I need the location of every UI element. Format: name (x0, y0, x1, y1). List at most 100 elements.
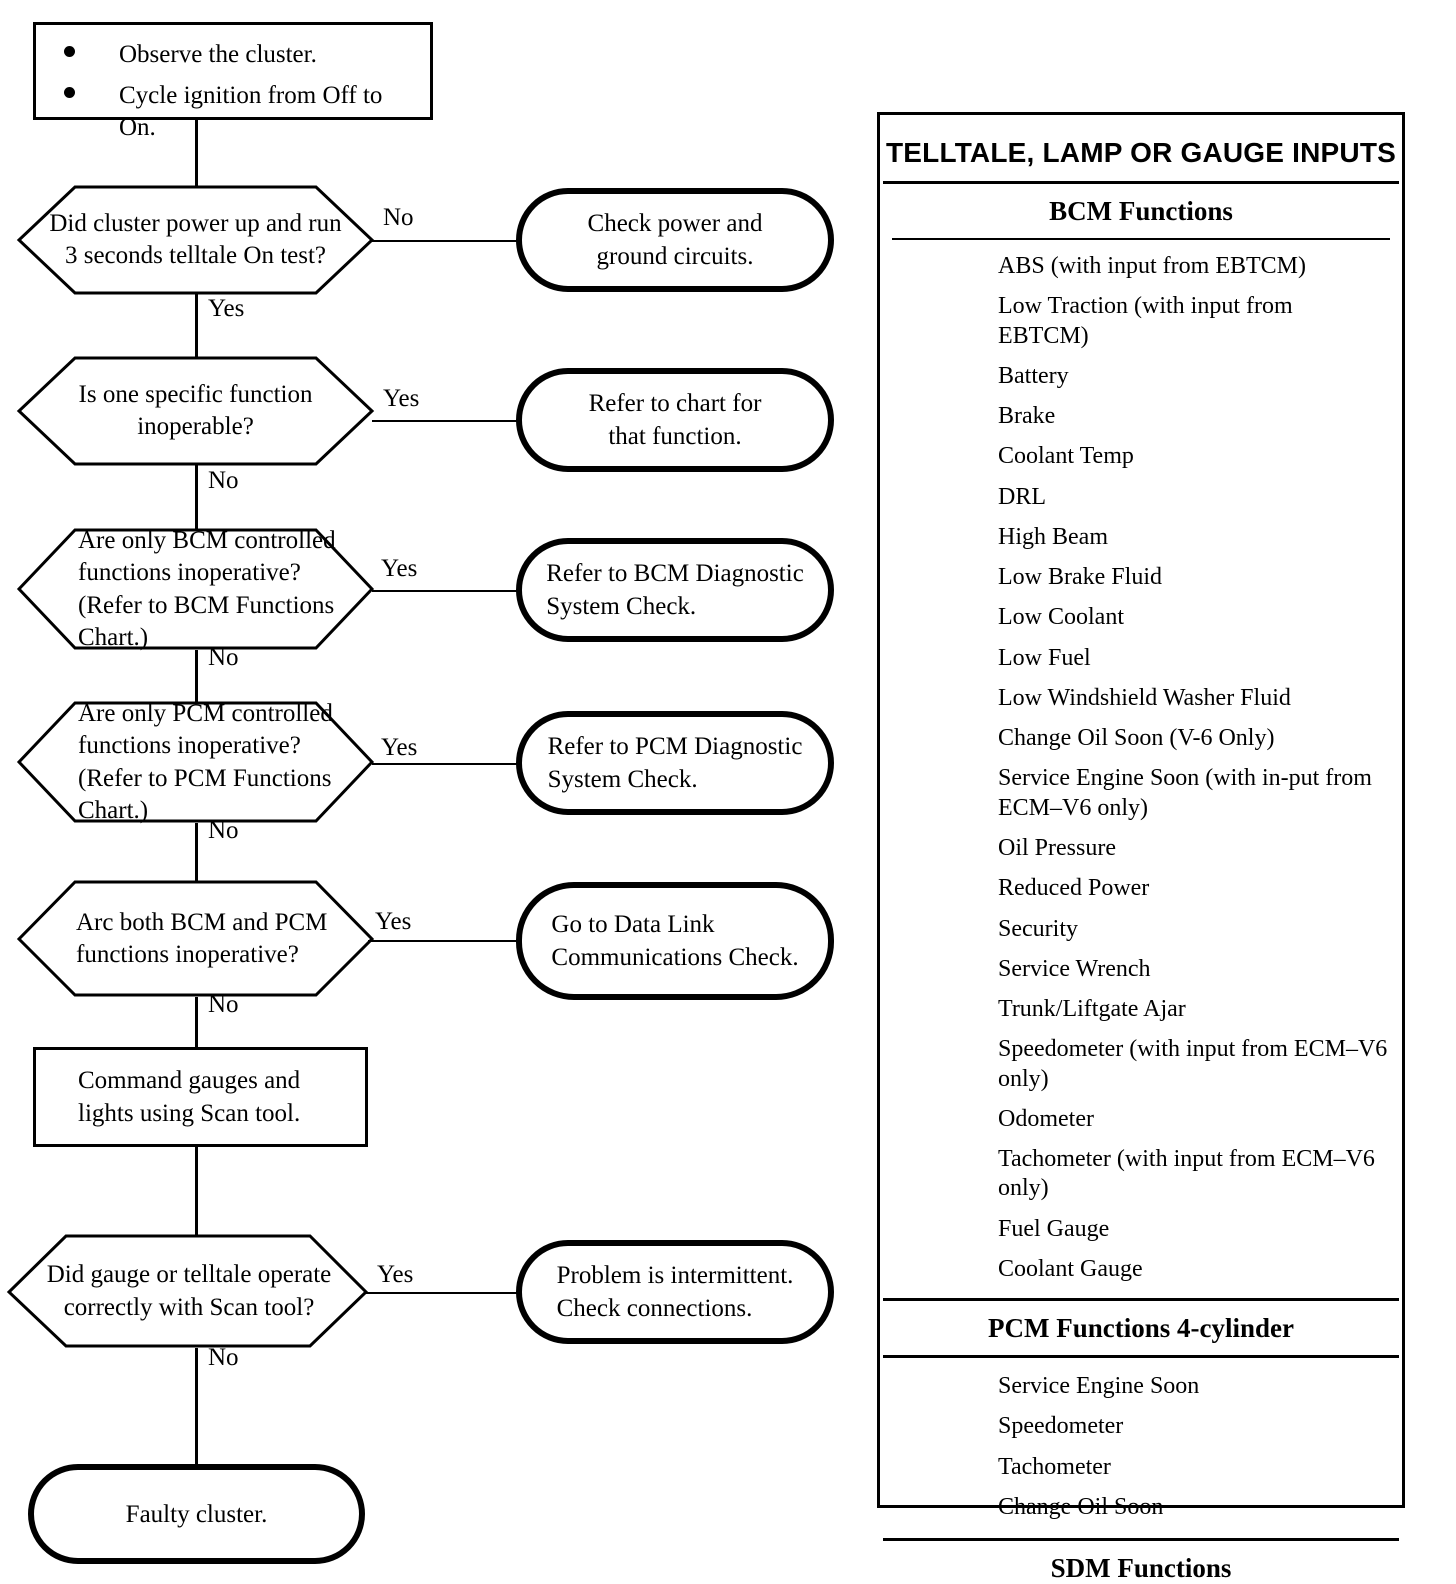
list-item: Fuel Gauge (998, 1215, 1110, 1242)
list-item: Security (998, 915, 1078, 942)
reference-table: TELLTALE, LAMP OR GAUGE INPUTS BCM Funct… (877, 112, 1405, 1583)
branch-label-no-6: No (208, 1344, 239, 1371)
hexagon-shape (16, 528, 375, 650)
branch-label-no-3: No (208, 644, 239, 671)
list-item: Low Brake Fluid (998, 564, 1162, 591)
connector-bcm-to-referbcm (372, 590, 520, 592)
action-check-power-ground-text: Check power and ground circuits. (587, 210, 763, 270)
list-item: Low Fuel (998, 644, 1091, 671)
decision-power-up: Did cluster power up and run 3 seconds t… (16, 185, 375, 295)
connector-both-to-datalink (368, 940, 520, 942)
action-refer-bcm-check-text: Refer to BCM Diagnostic System Check. (546, 560, 804, 620)
list-item: Low Coolant (998, 604, 1124, 631)
start-bullet-item: Cycle ignition from Off to On. (50, 80, 416, 143)
list-item: Brake (998, 403, 1056, 430)
start-instructions-box: Observe the cluster. Cycle ignition from… (33, 22, 433, 141)
list-item: Oil Pressure (998, 834, 1116, 861)
hexagon-shape (16, 356, 375, 466)
start-bullet-item: Observe the cluster. (50, 39, 416, 70)
decision-one-function: Is one specific function inoperable? (16, 356, 375, 466)
start-bullet-text: Cycle ignition from Off to On. (119, 82, 383, 141)
process-command-gauges: Command gauges and lights using Scan too… (33, 1047, 368, 1147)
list-item: Coolant Gauge (998, 1255, 1143, 1282)
list-item: Low Windshield Washer Fluid (998, 684, 1291, 711)
connector-pcm-to-both (195, 823, 198, 881)
list-item: Odometer (998, 1105, 1094, 1132)
list-item: ABS (with input from EBTCM) (998, 253, 1307, 279)
bullet-icon (64, 87, 75, 99)
table-rule (883, 1538, 1399, 1542)
decision-pcm-only: Are only PCM controlled functions inoper… (16, 700, 375, 824)
list-item: Change Oil Soon (V-6 Only) (998, 725, 1275, 752)
process-command-gauges-text: Command gauges and lights using Scan too… (78, 1067, 301, 1127)
bullet-icon (64, 46, 75, 57)
list-item: Service Engine Soon (998, 1373, 1200, 1400)
branch-label-yes-6: Yes (377, 1261, 414, 1288)
branch-label-yes-5: Yes (375, 908, 412, 935)
action-data-link-check-text: Go to Data Link Communications Check. (551, 911, 799, 971)
action-refer-pcm-check-text: Refer to PCM Diagnostic System Check. (547, 733, 803, 793)
section-heading-pcm: PCM Functions 4-cylinder (988, 1313, 1294, 1344)
connector-powerup-to-checkpower (372, 240, 520, 242)
branch-label-yes-2: Yes (383, 385, 420, 412)
connector-both-to-command (195, 997, 198, 1047)
decision-one-function-text: Is one specific function inoperable? (78, 380, 313, 441)
decision-bcm-only-text: Are only BCM controlled functions inoper… (78, 526, 336, 652)
list-item: DRL (998, 483, 1046, 510)
reference-table-title: TELLTALE, LAMP OR GAUGE INPUTS (886, 137, 1396, 168)
action-refer-chart-function: Refer to chart for that function. (516, 368, 834, 472)
connector-powerup-to-onefunction (195, 293, 198, 357)
hexagon-shape (16, 185, 375, 295)
list-item: Service Engine Soon (with in-put from EC… (998, 765, 1372, 821)
list-item: High Beam (998, 523, 1108, 550)
branch-label-no-1: No (383, 204, 414, 231)
list-item: Tachometer (998, 1453, 1111, 1480)
action-refer-chart-function-text: Refer to chart for that function. (588, 390, 762, 450)
branch-label-no-4: No (208, 817, 239, 844)
terminator-faulty-cluster: Faulty cluster. (28, 1464, 365, 1564)
action-problem-intermittent-text: Problem is intermittent. Check connectio… (556, 1262, 794, 1322)
table-rule (892, 238, 1390, 240)
action-refer-bcm-check: Refer to BCM Diagnostic System Check. (516, 538, 834, 642)
branch-label-yes-1: Yes (208, 295, 245, 322)
table-rule (883, 181, 1399, 184)
start-bullet-text: Observe the cluster. (119, 41, 317, 68)
action-check-power-ground: Check power and ground circuits. (516, 188, 834, 292)
list-item: Reduced Power (998, 875, 1150, 902)
hexagon-shape (6, 1234, 369, 1348)
list-item: Low Traction (with input from EBTCM) (998, 293, 1293, 349)
connector-pcm-to-referpcm (372, 763, 520, 765)
connector-bcm-to-pcm (195, 650, 198, 702)
hexagon-shape (16, 701, 375, 823)
list-item: Trunk/Liftgate Ajar (998, 996, 1186, 1023)
decision-bcm-only: Are only BCM controlled functions inoper… (16, 526, 375, 652)
list-item: Service Wrench (998, 955, 1151, 982)
list-item: Tachometer (with input from ECM–V6 only) (998, 1146, 1375, 1202)
list-item: Speedometer (998, 1413, 1124, 1440)
list-item: Battery (998, 362, 1069, 389)
branch-label-yes-4: Yes (381, 734, 418, 761)
connector-start-to-powerup (195, 120, 198, 186)
branch-label-yes-3: Yes (381, 555, 418, 582)
list-item: Coolant Temp (998, 443, 1134, 470)
table-rule (883, 1298, 1399, 1302)
terminator-faulty-cluster-text: Faulty cluster. (125, 1500, 268, 1528)
action-problem-intermittent: Problem is intermittent. Check connectio… (516, 1240, 834, 1344)
decision-scan-operate: Did gauge or telltale operate correctly … (6, 1234, 369, 1348)
list-item: Change Oil Soon (998, 1493, 1164, 1520)
decision-power-up-text: Did cluster power up and run 3 seconds t… (49, 209, 342, 270)
connector-onefunction-to-bcm (195, 465, 198, 529)
section-list-pcm: Service Engine Soon Speedometer Tachomet… (880, 1358, 1402, 1538)
connector-command-to-scan (195, 1147, 198, 1235)
decision-both-bcm-pcm: Arc both BCM and PCM functions inoperati… (16, 880, 375, 997)
action-refer-pcm-check: Refer to PCM Diagnostic System Check. (516, 711, 834, 815)
connector-scan-to-faulty (195, 1348, 198, 1468)
action-data-link-check: Go to Data Link Communications Check. (516, 882, 834, 1000)
branch-label-no-5: No (208, 991, 239, 1018)
section-heading-sdm: SDM Functions (1050, 1553, 1232, 1584)
section-list-bcm: ABS (with input from EBTCM) Low Traction… (880, 240, 1402, 1298)
connector-scan-to-intermittent (366, 1292, 520, 1294)
hexagon-shape (16, 880, 375, 997)
connector-onefunction-to-referchart (372, 420, 520, 422)
